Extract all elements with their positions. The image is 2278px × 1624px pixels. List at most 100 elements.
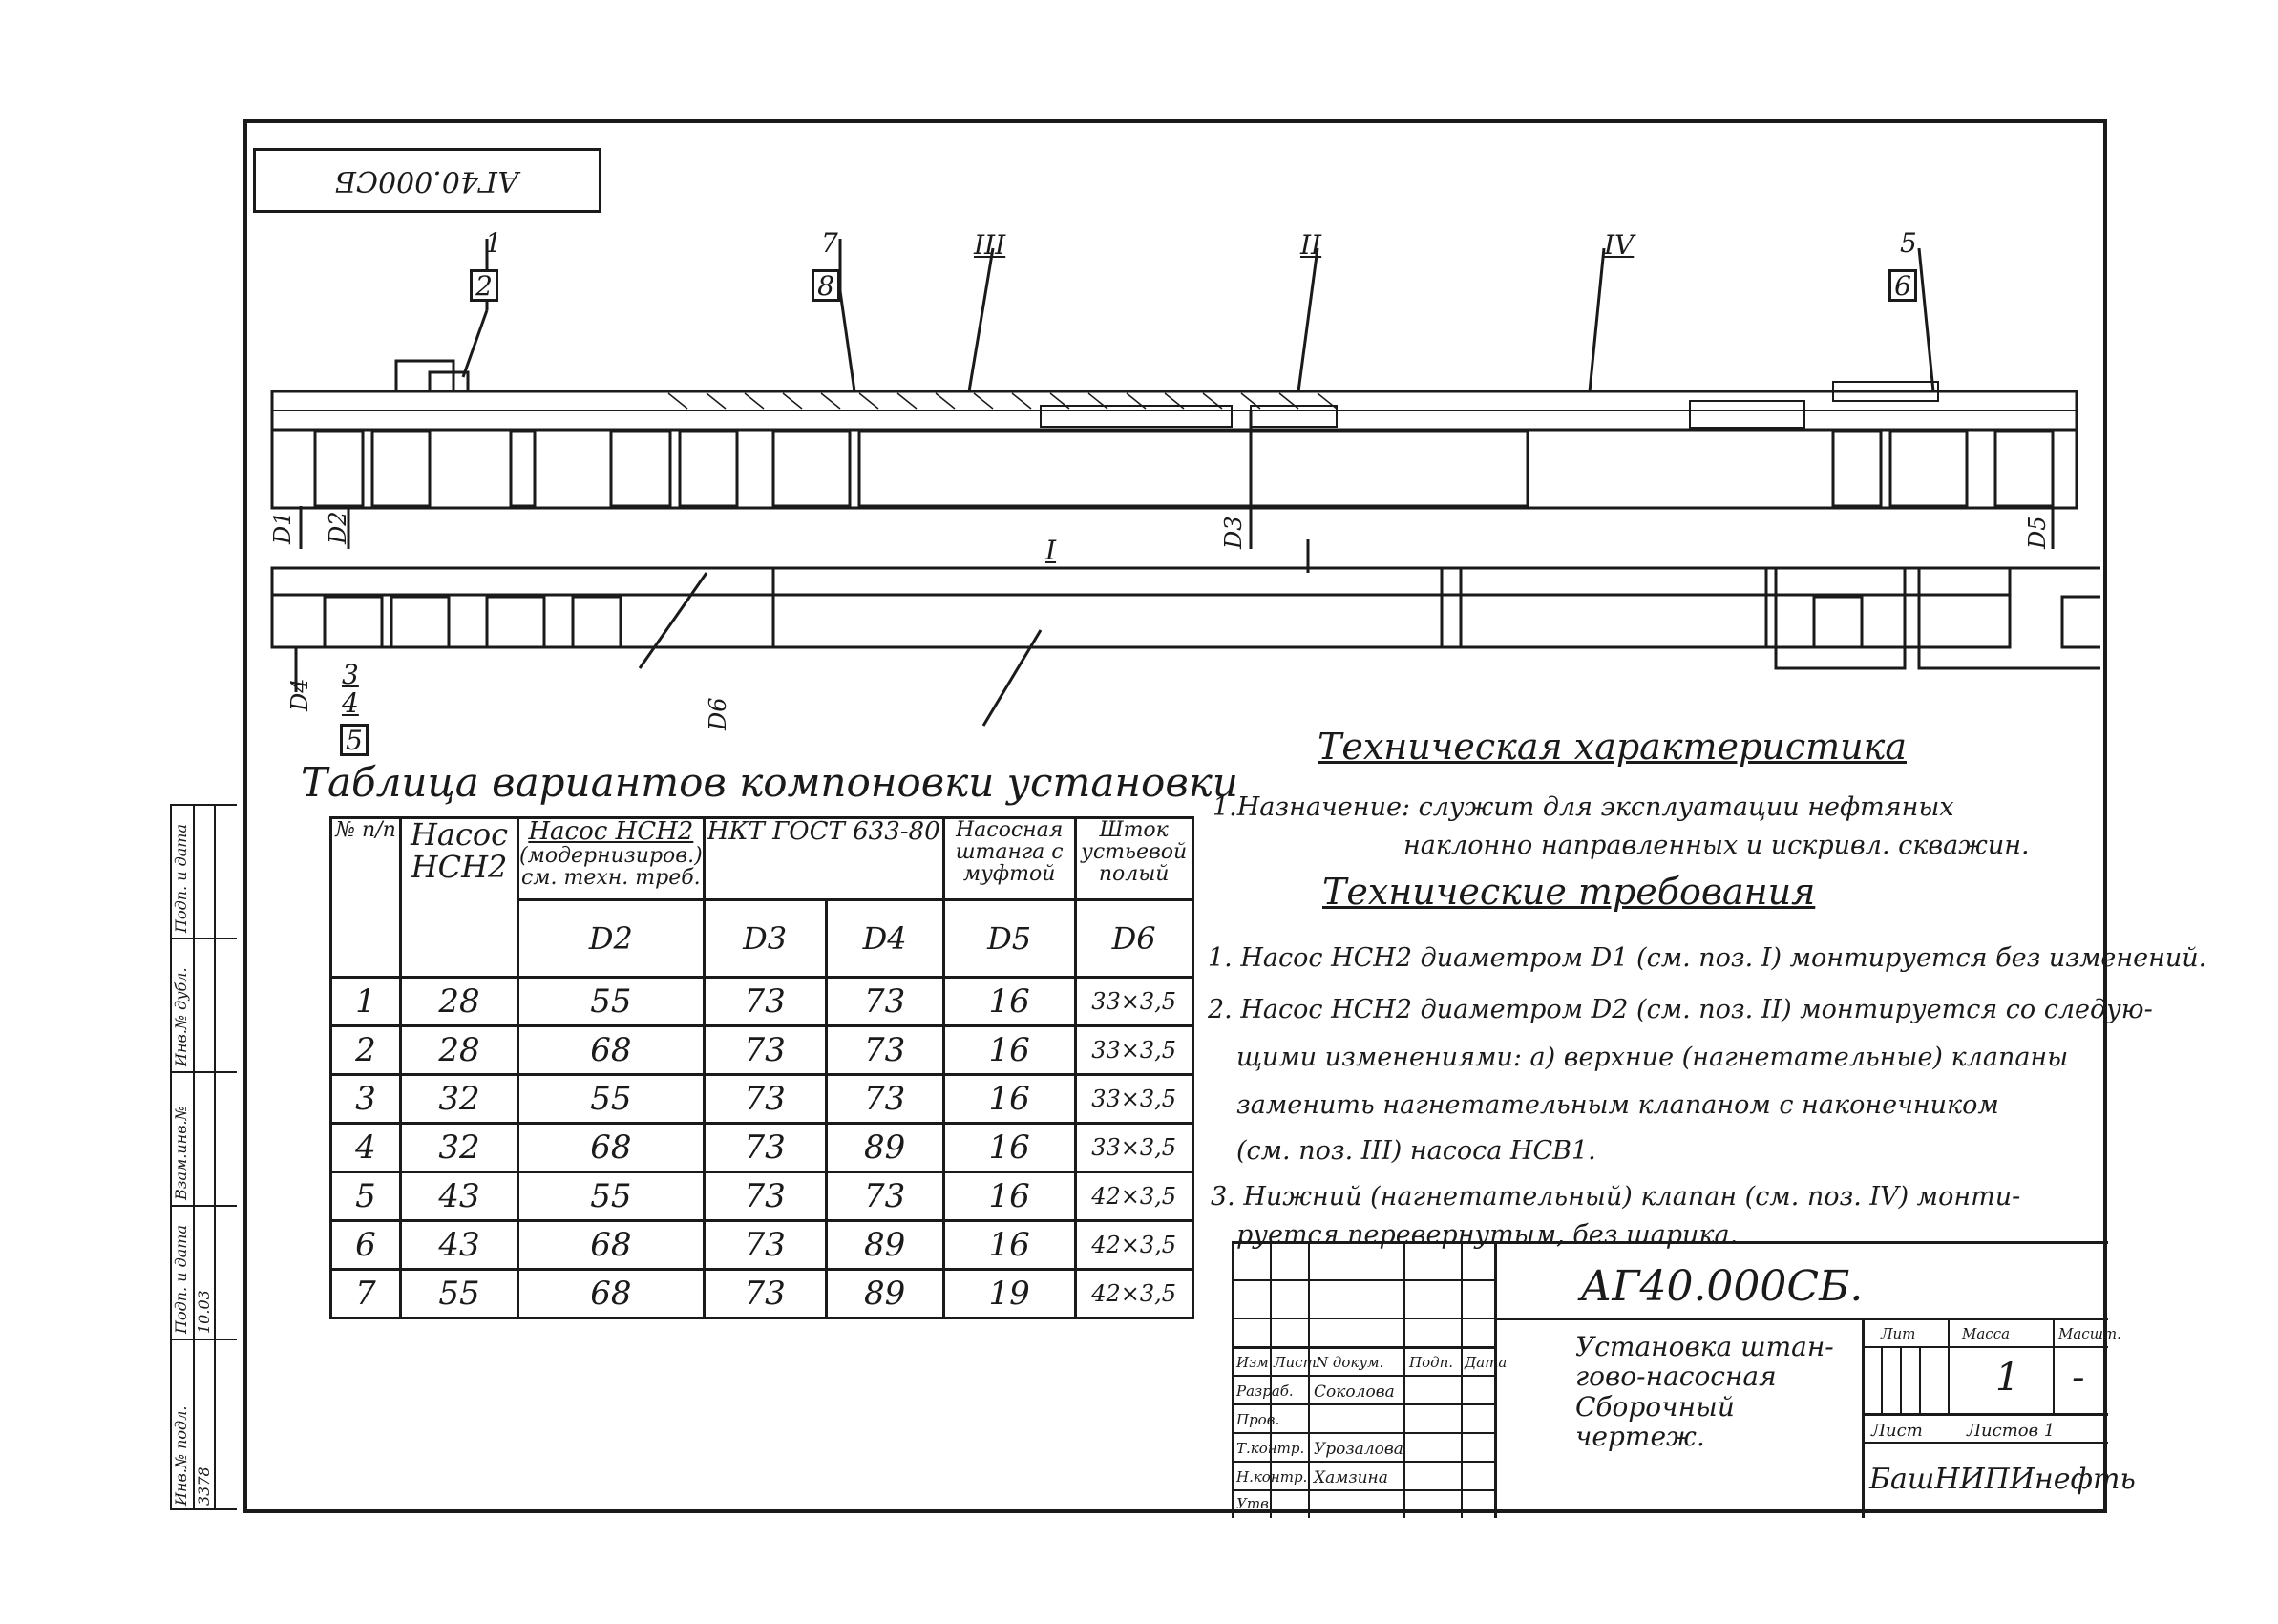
- header-pump2-note: (модернизиров.) см. техн. треб.: [519, 844, 703, 891]
- side-stamp: Инв.№ подл. Подп. и дата Взам.инв.№ Инв.…: [170, 804, 237, 1510]
- cell: 89: [824, 1122, 945, 1173]
- title-name: Установка штан- гово-насосная Сборочный …: [1575, 1331, 1862, 1453]
- scale-value: -: [2072, 1356, 2085, 1400]
- code-stamp: АГ40.000СБ: [253, 148, 601, 213]
- cell: 42×3,5: [1073, 1171, 1194, 1222]
- label-mass: Масса: [1962, 1325, 2011, 1342]
- cell: 33×3,5: [1073, 1122, 1194, 1173]
- person: Урозалова: [1314, 1440, 1403, 1459]
- cell: 43: [399, 1171, 519, 1222]
- cell: 33×3,5: [1073, 976, 1194, 1027]
- cell: 89: [824, 1268, 945, 1319]
- label-scale: Масшт.: [2058, 1325, 2121, 1342]
- cell: 16: [941, 1024, 1077, 1076]
- col-header: Дата: [1465, 1354, 1508, 1371]
- variants-table-title: Таблица вариантов компоновки установки: [301, 759, 1238, 806]
- assembly-drawing: [270, 239, 2100, 727]
- pos-label-3: 3: [342, 659, 359, 690]
- cell: 16: [941, 1219, 1077, 1271]
- drawing-frame: [243, 119, 2107, 1513]
- cell: 32: [399, 1073, 519, 1125]
- pos-label-IV: IV: [1604, 229, 1635, 261]
- col-header: Подп.: [1409, 1354, 1454, 1371]
- col-header: Изм: [1236, 1354, 1269, 1371]
- variants-symbol-row: D2 D3 D4 D5 D6: [331, 898, 1194, 979]
- title-block: АГ40.000СБ. Установка штан- гово-насосна…: [1232, 1241, 2136, 1518]
- tech-req-heading: Технические требования: [1322, 871, 1816, 913]
- cell: 73: [824, 976, 945, 1027]
- header-rod-text: Насосная штанга с муфтой: [955, 818, 1064, 887]
- pos-box-6: 6: [1888, 269, 1917, 302]
- cell: 55: [517, 1073, 706, 1125]
- symbol-d5: D5: [941, 898, 1077, 979]
- cell: 55: [517, 976, 706, 1027]
- variants-header-row: № п/п Насос НСН2 Насос НСН2 (модернизиро…: [329, 816, 1194, 979]
- cell: 16: [941, 1122, 1077, 1173]
- header-pump2: Насос НСН2 (модернизиров.) см. техн. тре…: [517, 816, 706, 901]
- cell: 7: [329, 1268, 402, 1319]
- cell: 32: [399, 1122, 519, 1173]
- cell: 89: [824, 1219, 945, 1271]
- role: Разраб.: [1236, 1382, 1294, 1400]
- pos-label-III: III: [974, 229, 1006, 261]
- cell: 42×3,5: [1073, 1219, 1194, 1271]
- code-stamp-text: АГ40.000СБ: [335, 163, 519, 198]
- cell: 16: [941, 1073, 1077, 1125]
- dim-label-d6: D6: [705, 697, 731, 730]
- cell: 73: [702, 1024, 828, 1076]
- cell: 33×3,5: [1073, 1024, 1194, 1076]
- tech-req-line: 2. Насос НСН2 диаметром D2 (см. поз. II)…: [1208, 995, 2153, 1024]
- tech-req-line: (см. поз. III) насоса НСВ1.: [1236, 1136, 1596, 1166]
- cell: 73: [824, 1024, 945, 1076]
- cell: 73: [702, 1171, 828, 1222]
- symbol-d2: D2: [517, 898, 706, 979]
- title-name-line: Установка штан-: [1575, 1331, 1834, 1362]
- header-nkt-text: НКТ ГОСТ 633-80: [707, 817, 940, 846]
- pos-label-1: 1: [485, 227, 502, 259]
- dim-label-d1: D1: [269, 511, 296, 544]
- cell: 33×3,5: [1073, 1073, 1194, 1125]
- pos-box-2: 2: [470, 269, 498, 302]
- cell: 2: [329, 1024, 402, 1076]
- org-name: БашНИПИнефть: [1869, 1463, 2136, 1496]
- variants-table: № п/п Насос НСН2 Насос НСН2 (модернизиро…: [329, 816, 1194, 1319]
- cell: 16: [941, 1171, 1077, 1222]
- tech-char-line1: 1.Назначение: служит для эксплуатации не…: [1213, 792, 1954, 822]
- role: Т.контр.: [1236, 1440, 1305, 1457]
- cell: 55: [517, 1171, 706, 1222]
- mass-value: 1: [1995, 1356, 2020, 1400]
- pos-label-I: I: [1045, 535, 1057, 566]
- title-code: АГ40.000СБ.: [1580, 1262, 1864, 1311]
- side-label: Взам.инв.№: [172, 1106, 190, 1200]
- cell: 73: [702, 1219, 828, 1271]
- symbol-d6: D6: [1073, 898, 1194, 979]
- dim-label-d2: D2: [325, 511, 351, 544]
- pos-label-5: 5: [1900, 227, 1917, 259]
- cell: 43: [399, 1219, 519, 1271]
- pos-label-II: II: [1300, 229, 1322, 261]
- title-name-line: Сборочный чертеж.: [1575, 1390, 1735, 1453]
- cell: 6: [329, 1219, 402, 1271]
- cell: 28: [399, 1024, 519, 1076]
- side-label: Инв.№ дубл.: [172, 967, 190, 1066]
- pos-box-8: 8: [812, 269, 840, 302]
- cell: 4: [329, 1122, 402, 1173]
- tech-req-line: руется перевернутым, без шарика.: [1236, 1220, 1739, 1250]
- header-pump1-text: Насос НСН2: [410, 816, 509, 885]
- cell: 68: [517, 1268, 706, 1319]
- label-sheet: Лист: [1871, 1421, 1923, 1441]
- tech-req-line: 1. Насос НСН2 диаметром D1 (см. поз. I) …: [1208, 943, 2207, 973]
- header-rod: Насосная штанга с муфтой: [941, 816, 1077, 901]
- col-header: Лист: [1274, 1354, 1317, 1371]
- header-stem-text: Шток устьевой полый: [1081, 818, 1188, 887]
- dim-label-d3: D3: [1220, 516, 1247, 549]
- cell: 73: [702, 1268, 828, 1319]
- cell: 3: [329, 1073, 402, 1125]
- header-nkt: НКТ ГОСТ 633-80: [702, 816, 945, 901]
- cell: 5: [329, 1171, 402, 1222]
- side-label: Подп. и дата: [172, 824, 190, 933]
